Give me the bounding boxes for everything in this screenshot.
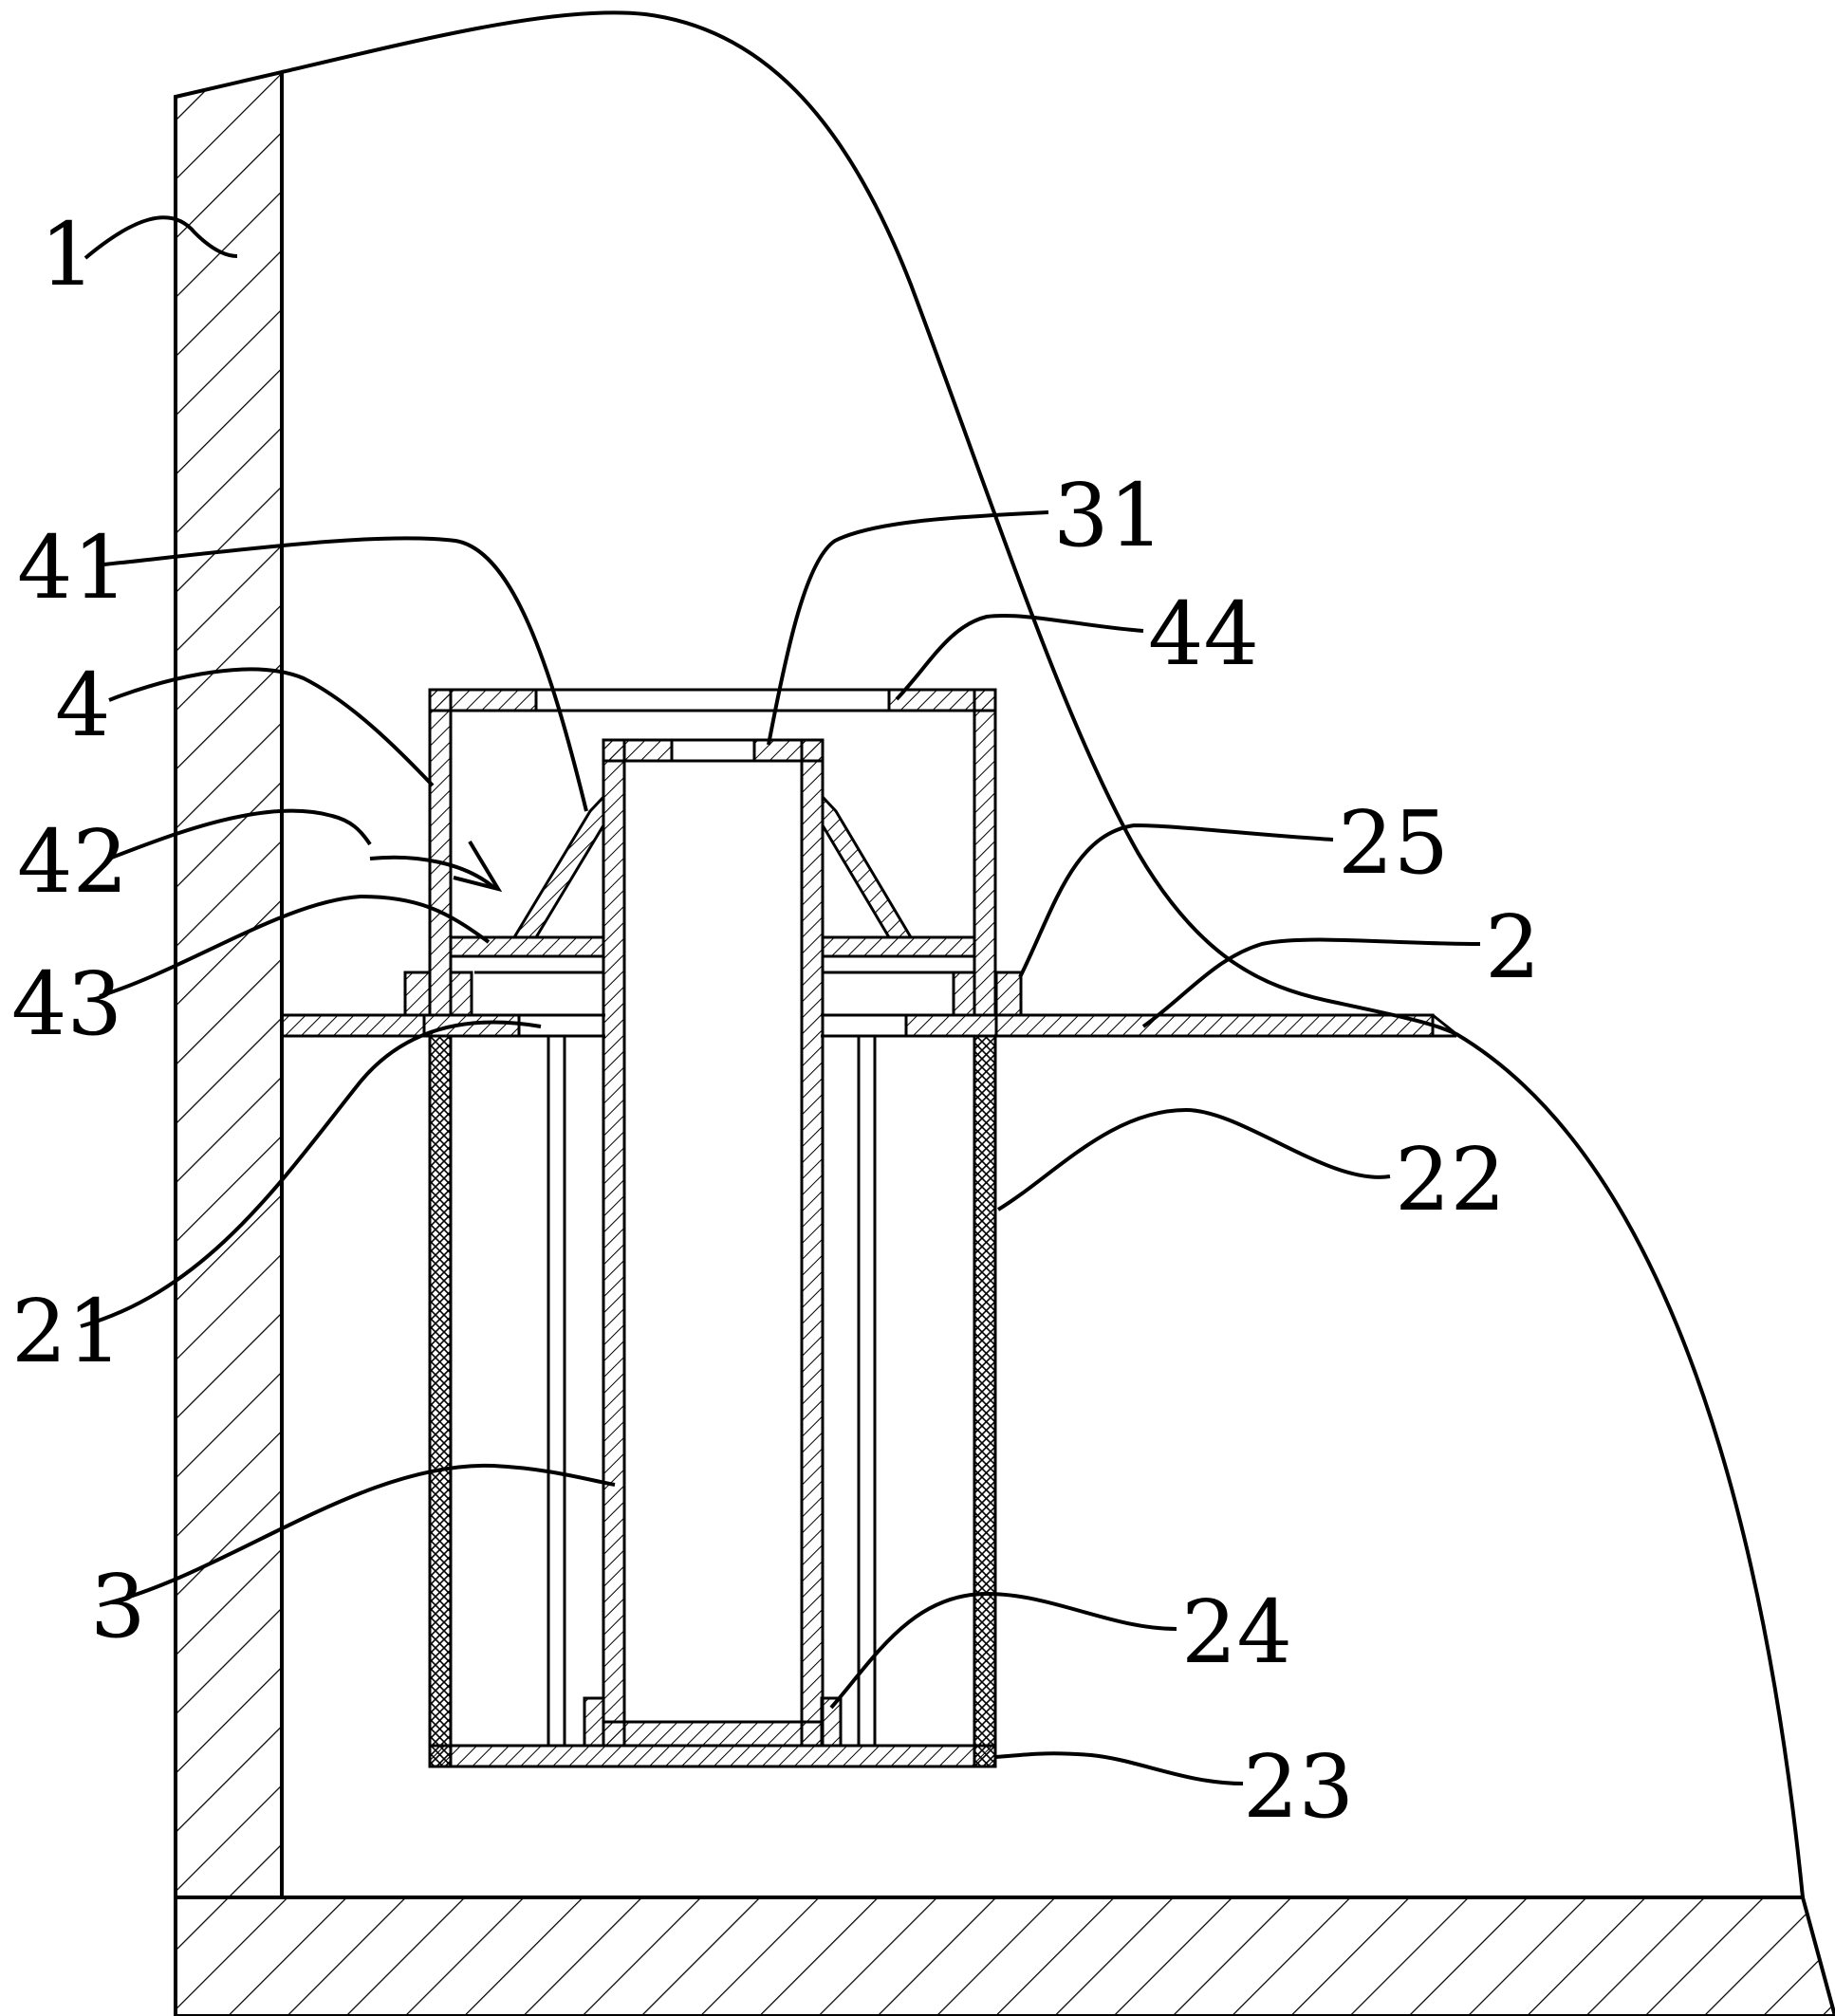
housing-left-wall xyxy=(174,69,284,1899)
reference-labels: 1 41 4 42 43 21 3 31 44 25 2 22 24 23 xyxy=(11,204,1541,1838)
inner-plate-step-left xyxy=(449,971,473,1017)
plate-left-segment xyxy=(280,1013,426,1038)
leader-31 xyxy=(767,510,1049,746)
label-2: 2 xyxy=(1485,897,1541,998)
inner-plate-step-right xyxy=(952,971,976,1017)
leader-lines xyxy=(80,215,1481,1785)
cone-guide xyxy=(511,793,914,939)
plate-hole-ring-right xyxy=(904,1013,998,1038)
collar-right xyxy=(994,971,1023,1017)
cover-outline xyxy=(281,10,1805,1898)
leader-41 xyxy=(103,536,588,812)
label-44: 44 xyxy=(1148,583,1259,685)
collar xyxy=(403,971,1023,1017)
label-1: 1 xyxy=(40,204,96,305)
housing-bottom-wall xyxy=(174,1896,1835,2016)
label-31: 31 xyxy=(1053,465,1164,566)
housing-wall xyxy=(174,69,1835,2016)
leader-23 xyxy=(994,1751,1244,1785)
plate-hole-ring-left xyxy=(422,1013,521,1038)
positioning-ring xyxy=(583,1696,843,1748)
label-43: 43 xyxy=(11,953,122,1055)
plate-right-segment xyxy=(994,1013,1435,1038)
leader-1 xyxy=(83,215,238,260)
sleeve-bottom xyxy=(428,1744,997,1768)
leader-4 xyxy=(108,667,435,787)
leader-2 xyxy=(1141,937,1481,1028)
label-41: 41 xyxy=(17,517,128,619)
inner-plate-left xyxy=(449,935,605,958)
inner-plate-right xyxy=(821,935,976,958)
label-4: 4 xyxy=(55,655,111,756)
inner-tube-right-wall xyxy=(800,738,825,1748)
positioning-ring-left xyxy=(583,1696,605,1748)
leader-25 xyxy=(1018,823,1334,978)
cap-left-wall xyxy=(428,688,453,1017)
leader-21 xyxy=(80,1020,542,1328)
flow-arrow xyxy=(369,840,503,893)
inner-tube-bottom xyxy=(602,1720,825,1748)
inner-tube-left-wall xyxy=(602,738,626,1748)
sleeve-right-wall xyxy=(973,1034,997,1768)
leader-44 xyxy=(895,614,1144,701)
label-42: 42 xyxy=(17,811,128,913)
leader-24 xyxy=(829,1591,1177,1710)
cap-right-wall xyxy=(973,688,997,1017)
label-21: 21 xyxy=(11,1281,122,1382)
sleeve xyxy=(428,1034,997,1768)
sleeve-left-wall xyxy=(428,1034,453,1768)
leader-22 xyxy=(996,1107,1391,1211)
tube-top-cap-right xyxy=(752,738,825,763)
cap xyxy=(428,688,997,1017)
leader-3 xyxy=(99,1463,616,1607)
leader-42 xyxy=(108,808,372,860)
cap-top-left xyxy=(428,688,538,712)
label-25: 25 xyxy=(1338,792,1449,894)
partition-plate xyxy=(280,1013,1457,1038)
label-24: 24 xyxy=(1181,1581,1292,1683)
cap-top-right xyxy=(887,688,997,712)
collar-left xyxy=(403,971,432,1017)
cone-guide-left xyxy=(511,793,605,939)
leader-43 xyxy=(99,894,491,998)
inner-tube xyxy=(602,738,825,1748)
label-23: 23 xyxy=(1243,1736,1354,1838)
label-22: 22 xyxy=(1395,1129,1506,1230)
tube-top-cap-left xyxy=(602,738,674,763)
cone-guide-right xyxy=(821,793,914,939)
label-3: 3 xyxy=(90,1556,146,1657)
